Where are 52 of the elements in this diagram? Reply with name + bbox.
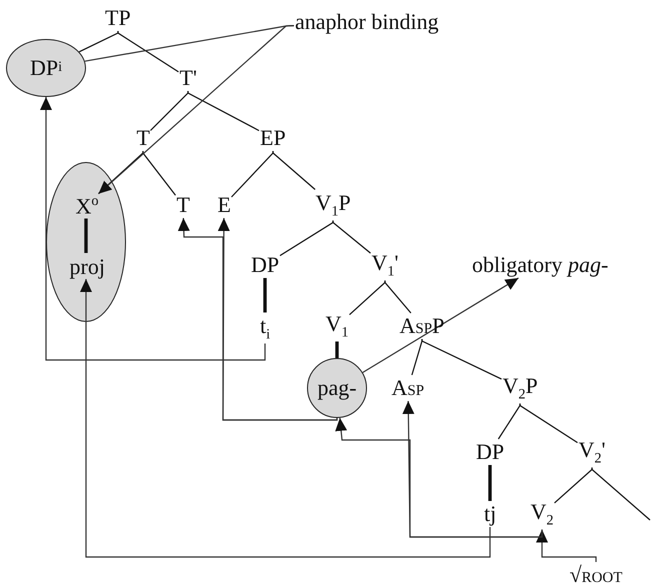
tree-branch — [411, 339, 423, 376]
tree-branch — [332, 220, 371, 254]
tree-node-label: Asp — [392, 376, 424, 400]
tree-branch — [335, 342, 339, 358]
tree-branch — [554, 468, 593, 504]
tree-node-label: EP — [260, 126, 286, 150]
tree-node-label: T — [176, 193, 190, 218]
tree-node-label: E — [218, 193, 231, 218]
tree-branch — [150, 91, 189, 131]
tree-branch — [280, 220, 334, 256]
tree-node-label: V$_{1}$ — [326, 312, 349, 341]
tree-branch — [272, 151, 316, 190]
tree-branch — [421, 339, 502, 380]
tree-node-label: X$^{o}$ — [76, 194, 99, 218]
tree-branch — [384, 280, 412, 314]
annotation-text: obligatory pag- — [472, 253, 608, 278]
tree-node-label: t$_{i}$ — [260, 314, 270, 343]
tree-branch — [488, 465, 492, 501]
tree-branch — [519, 404, 578, 444]
tree-node-label: T — [136, 126, 150, 150]
tree-node-label: V$_{1}$P — [316, 190, 351, 220]
movement-arrow — [362, 277, 519, 374]
tree-node-label: V$_{2}$' — [578, 438, 606, 467]
tree-node-label: proj — [70, 255, 105, 280]
tree-node-label: V$_{2}$P — [502, 374, 538, 403]
tree-node-label: tj — [484, 502, 496, 526]
movement-arrow — [178, 218, 338, 421]
tree-node-label: T' — [180, 66, 197, 90]
tree-node-label: √root — [570, 563, 622, 585]
tree-branch — [187, 91, 260, 132]
movement-arrow — [335, 418, 543, 538]
tree-node-label: TP — [105, 6, 131, 30]
tree-branch — [591, 468, 650, 520]
tree-node-label: V$_{2}$ — [530, 500, 554, 529]
tree-branch — [263, 278, 267, 312]
movement-arrow — [536, 530, 597, 562]
highlighted-node: pag- — [307, 358, 367, 418]
tree-node-label: AspP — [400, 314, 444, 338]
tree-branch — [231, 151, 274, 198]
tree-branch — [117, 31, 179, 72]
movement-arrow — [40, 97, 266, 361]
annotation-text: anaphor binding — [295, 10, 439, 34]
tree-node-label: DP — [476, 440, 504, 464]
tree-branch — [78, 31, 119, 52]
movement-arrow — [80, 279, 491, 558]
tree-branch — [349, 280, 386, 316]
tree-branch — [142, 151, 176, 196]
tree-node-label: DP — [251, 253, 280, 278]
tree-branch — [498, 404, 521, 440]
tree-branch — [84, 218, 88, 253]
movement-arrow — [98, 25, 294, 194]
tree-node-label: V$_{1}$' — [372, 250, 399, 280]
